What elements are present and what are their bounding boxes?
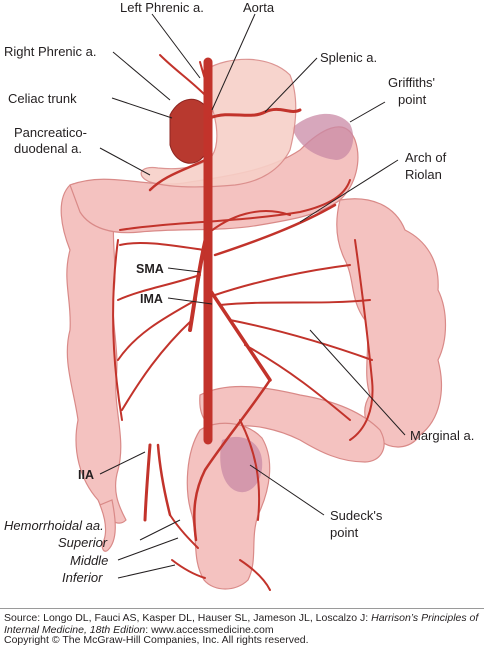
- ima-branch-1: [214, 264, 351, 296]
- label-marginal: Marginal a.: [410, 428, 474, 443]
- arch-of-riolan-vessel: [213, 203, 337, 257]
- middle-colic: [205, 210, 291, 236]
- arteries: [112, 54, 374, 591]
- superior-hemorrhoidal-vessel: [193, 378, 272, 542]
- label-superior: Superior: [58, 535, 108, 550]
- source-suffix: : www.accessmedicine.com: [145, 624, 274, 636]
- copyright-notice: Copyright © The McGraw-Hill Companies, I…: [4, 634, 309, 646]
- label-sudeck-2: point: [330, 525, 359, 540]
- label-iia: IIA: [78, 468, 94, 482]
- ima-branch-3: [229, 319, 373, 361]
- leader-lines: [99, 13, 406, 579]
- griffiths-watershed: [292, 113, 354, 160]
- inferior-hemorrhoidal-vessel: [171, 559, 206, 579]
- ima-branch-2: [219, 299, 371, 306]
- label-right-phrenic: Right Phrenic a.: [4, 44, 97, 59]
- descending-colon: [336, 198, 447, 448]
- sma-branch-1: [119, 241, 205, 251]
- sma-branch-3: [117, 299, 197, 361]
- label-inferior: Inferior: [62, 570, 103, 585]
- superior-hemorrhoidal-branch: [239, 419, 261, 521]
- marginal-artery-vessel: [112, 179, 374, 441]
- label-sudeck-1: Sudeck's: [330, 508, 383, 523]
- label-arch-2: Riolan: [405, 167, 442, 182]
- label-arch-1: Arch of: [405, 150, 447, 165]
- label-ima: IMA: [140, 292, 163, 306]
- label-middle: Middle: [70, 553, 108, 568]
- iia-vessel: [143, 443, 152, 522]
- label-sma: SMA: [136, 262, 164, 276]
- source-citation: Source: Longo DL, Fauci AS, Kasper DL, H…: [4, 612, 480, 636]
- source-prefix: Source: Longo DL, Fauci AS, Kasper DL, H…: [4, 612, 372, 624]
- ima-vessel: [208, 288, 272, 382]
- ima-branch-4: [244, 344, 351, 421]
- stomach: [140, 58, 297, 188]
- pancreaticoduodenal-vessel: [148, 158, 207, 192]
- label-pancreatico-1: Pancreatico-: [14, 125, 87, 140]
- inferior-hemorrhoidal-vessel-2: [239, 559, 271, 591]
- footer-divider: [0, 608, 484, 609]
- middle-hemorrhoidal-vessel: [169, 514, 199, 549]
- source-title: Harrison’s Principles of Internal Medici…: [4, 612, 479, 636]
- label-griffiths-1: Griffiths': [388, 75, 435, 90]
- left-phrenic-vessel: [199, 61, 209, 91]
- label-aorta: Aorta: [243, 0, 275, 15]
- label-splenic: Splenic a.: [320, 50, 377, 65]
- label-pancreatico-2: duodenal a.: [14, 141, 82, 156]
- label-celiac-trunk: Celiac trunk: [8, 91, 77, 106]
- right-phrenic-vessel: [159, 54, 206, 96]
- appendix: [99, 499, 116, 552]
- sma-branch-4: [121, 319, 193, 411]
- sma-branch-2: [117, 274, 201, 301]
- label-hemorrhoidal: Hemorrhoidal aa.: [4, 518, 104, 533]
- label-left-phrenic: Left Phrenic a.: [120, 0, 204, 15]
- label-griffiths-2: point: [398, 92, 427, 107]
- colon: [60, 113, 447, 590]
- iia-vessel-2: [156, 443, 172, 517]
